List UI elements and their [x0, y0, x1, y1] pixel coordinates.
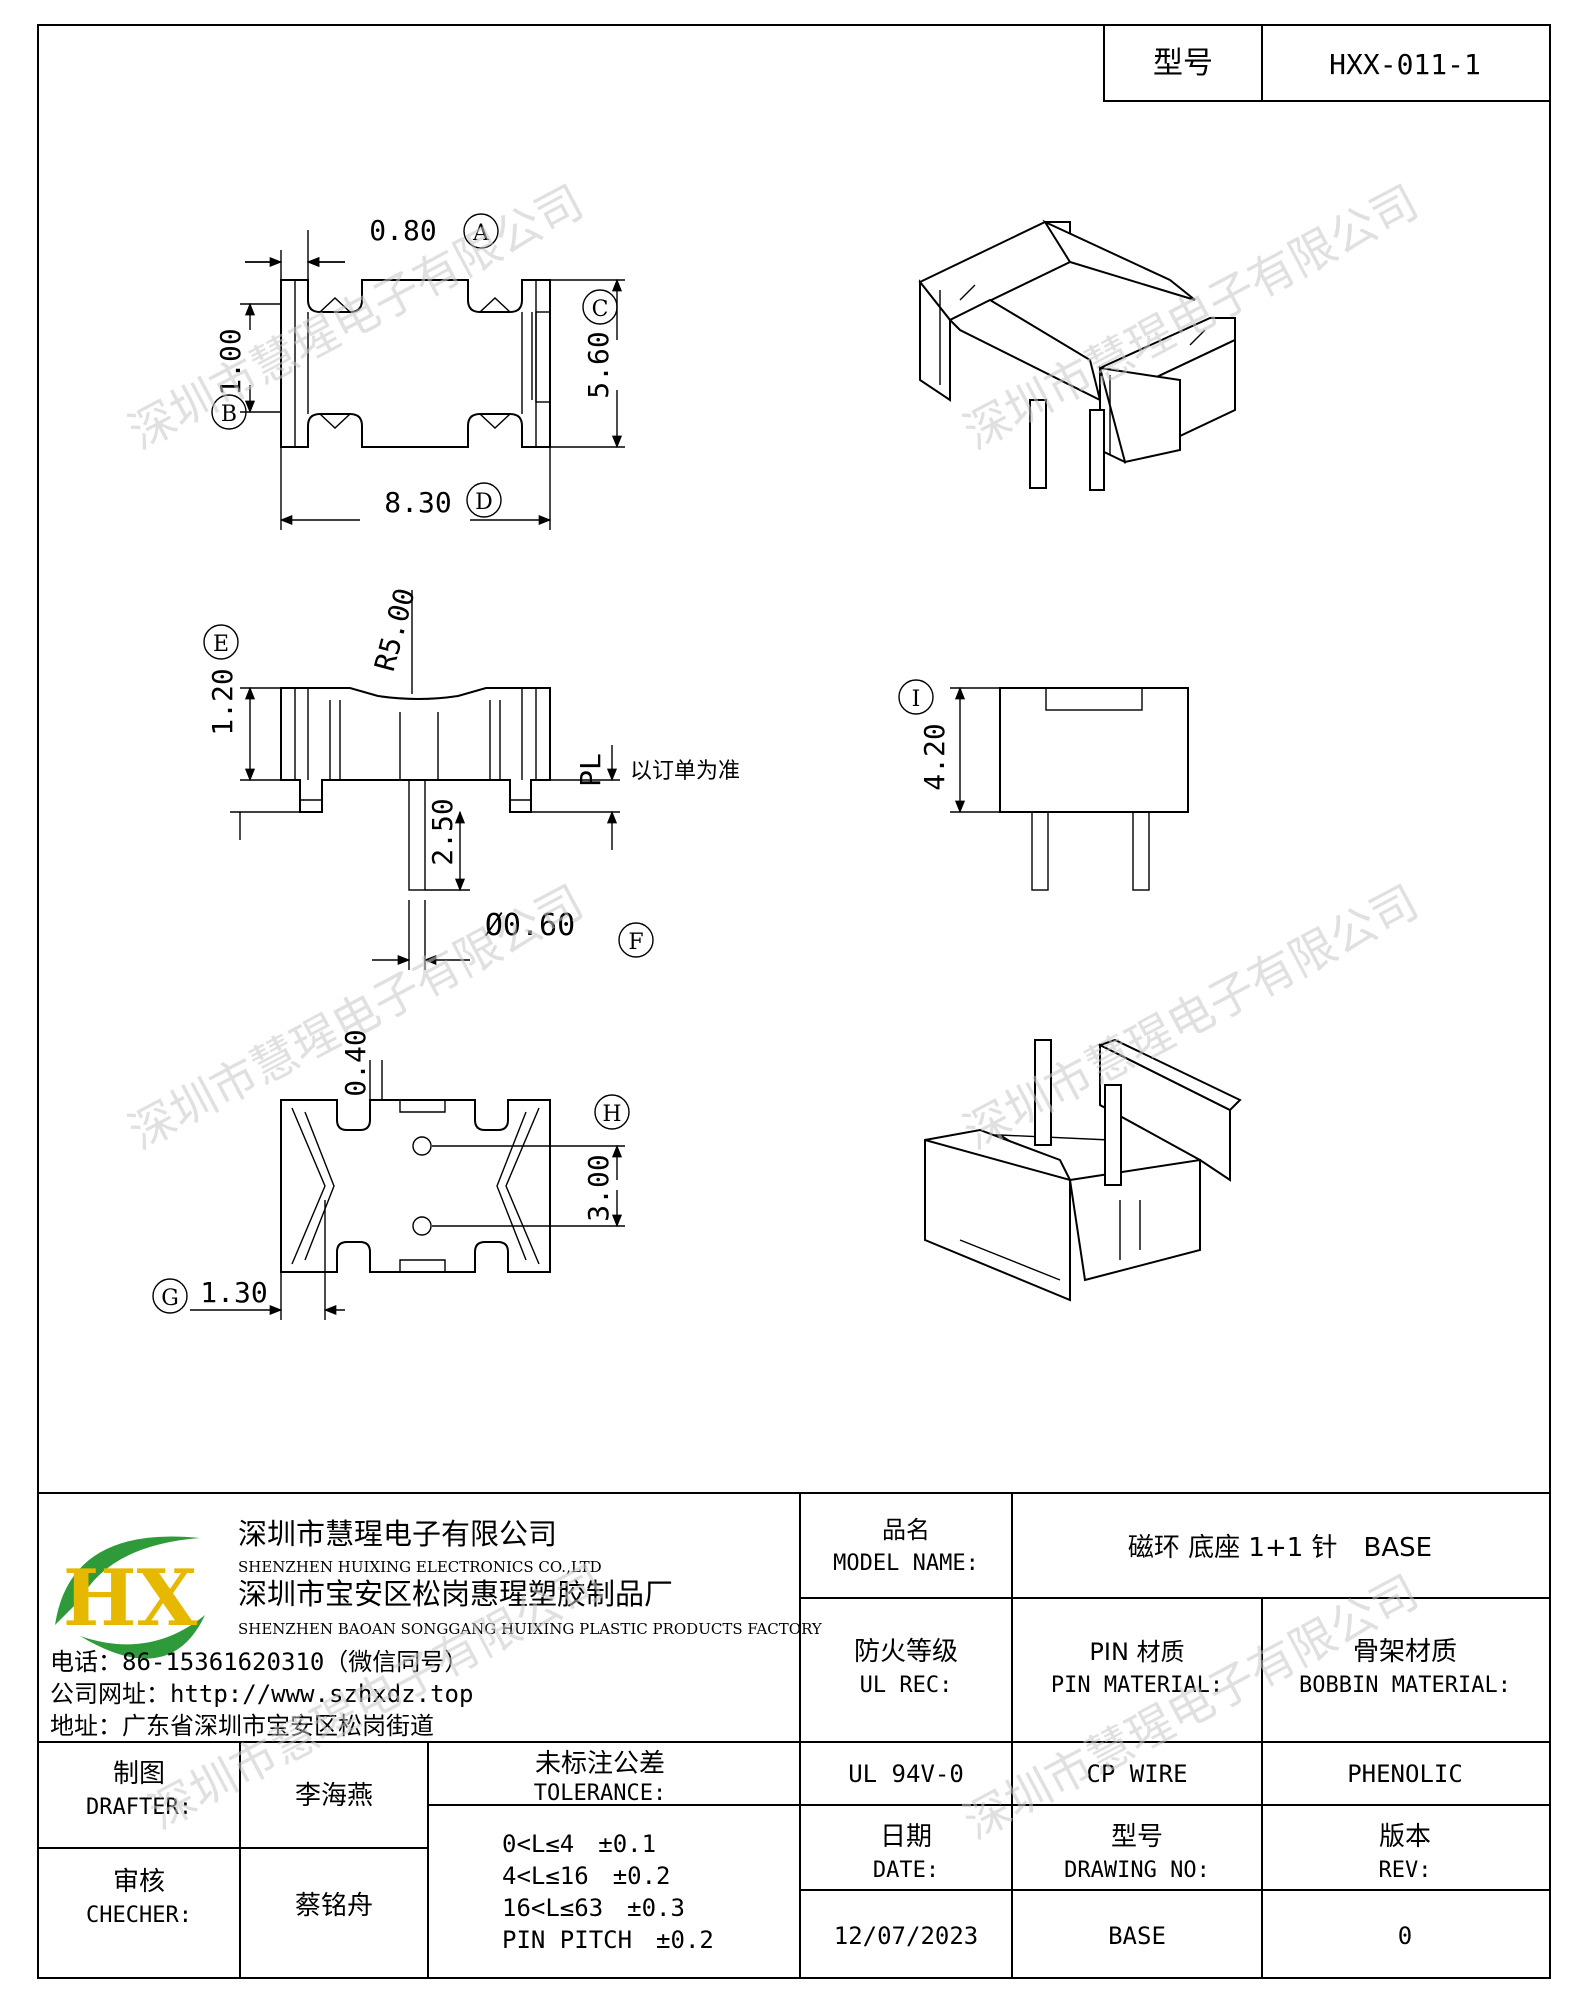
- marker-g: G: [152, 1278, 188, 1314]
- dim-pin-length-value: 2.50: [426, 798, 459, 865]
- marker-d: D: [466, 482, 502, 518]
- marker-f: F: [618, 922, 654, 958]
- ul-rec-en: UL REC:: [860, 1673, 953, 1698]
- date-value: 12/07/2023: [834, 1922, 979, 1950]
- side-pin-left: [1031, 811, 1049, 891]
- marker-h: H: [594, 1094, 630, 1130]
- isometric-top-view: [918, 219, 1236, 491]
- dim-i-value: 4.20: [918, 723, 951, 790]
- svg-text:A: A: [472, 221, 490, 246]
- checker-en: CHECHER:: [86, 1903, 192, 1928]
- dim-h-value: 3.00: [582, 1154, 615, 1221]
- isometric-bottom-view: [924, 1038, 1242, 1302]
- dim-pl-note: 以订单为准: [630, 759, 740, 784]
- dim-d-value: 8.30: [384, 486, 451, 519]
- drawing-no-value: BASE: [1108, 1922, 1166, 1950]
- svg-text:I: I: [912, 687, 921, 712]
- factory-name-en: SHENZHEN BAOAN SONGGANG HUIXING PLASTIC …: [238, 1620, 823, 1638]
- dim-h-gap-value: 0.40: [339, 1029, 372, 1096]
- drafter-en: DRAFTER:: [86, 1795, 192, 1820]
- watermark: 深圳市慧瑆电子有限公司: [120, 874, 592, 1159]
- drafter-cn: 制图: [113, 1759, 165, 1789]
- tolerance-line-2: 4<L≤16 ±0.2: [502, 1862, 671, 1890]
- company-address: 地址：广东省深圳市宝安区松岗街道: [50, 1712, 434, 1740]
- watermark: 深圳市慧瑆电子有限公司: [120, 174, 592, 459]
- pin-hole-bottom: [412, 1216, 432, 1236]
- company-name-cn: 深圳市慧瑆电子有限公司: [238, 1517, 557, 1551]
- drafter-name: 李海燕: [295, 1781, 373, 1811]
- bobbin-material-en: BOBBIN MATERIAL:: [1299, 1673, 1511, 1698]
- model-number-box: 型号 HXX-011-1: [1103, 24, 1551, 102]
- tolerance-en: TOLERANCE:: [534, 1781, 666, 1806]
- tolerance-line-3: 16<L≤63 ±0.3: [502, 1894, 685, 1922]
- company-website: 公司网址：http://www.szhxdz.top: [50, 1680, 473, 1708]
- side-view: 4.20 I: [898, 679, 1189, 891]
- pin-material-en: PIN MATERIAL:: [1051, 1673, 1223, 1698]
- rev-en: REV:: [1379, 1858, 1432, 1883]
- checker-name: 蔡铭舟: [295, 1891, 373, 1921]
- svg-text:F: F: [628, 930, 643, 955]
- title-block-grid: [38, 1492, 1550, 1978]
- tolerance-line-1: 0<L≤4 ±0.1: [502, 1830, 656, 1858]
- dim-pl-value: PL: [574, 753, 607, 787]
- model-name-cn: 品名: [882, 1516, 930, 1544]
- marker-b: B: [211, 394, 247, 430]
- pin-material-value: CP WIRE: [1086, 1760, 1187, 1788]
- pin-material-cn: PIN 材质: [1089, 1638, 1184, 1666]
- side-pin-right: [1132, 811, 1150, 891]
- rev-value: 0: [1398, 1922, 1412, 1950]
- marker-i: I: [898, 679, 934, 715]
- date-en: DATE:: [873, 1858, 939, 1883]
- svg-text:B: B: [221, 402, 237, 427]
- company-phone: 电话：86-15361620310（微信同号）: [50, 1648, 468, 1676]
- iso-bottom-pin-b: [1104, 1084, 1122, 1186]
- svg-text:C: C: [592, 297, 609, 322]
- svg-text:HX: HX: [63, 1553, 198, 1644]
- marker-c: C: [582, 289, 618, 325]
- model-name-en: MODEL NAME:: [833, 1551, 979, 1576]
- front-pin: [408, 779, 426, 891]
- factory-name-cn: 深圳市宝安区松岗惠瑆塑胶制品厂: [238, 1577, 673, 1611]
- dim-e-value: 1.20: [206, 668, 239, 735]
- dim-a-value: 0.80: [369, 214, 436, 247]
- dim-pin-diameter-value: Ø0.60: [485, 908, 575, 943]
- ul-value: UL 94V-0: [848, 1760, 964, 1788]
- ul-rec-cn: 防火等级: [854, 1637, 958, 1667]
- bobbin-material-cn: 骨架材质: [1353, 1637, 1457, 1667]
- dim-c-value: 5.60: [582, 331, 615, 398]
- svg-text:G: G: [161, 1286, 179, 1311]
- drawing-no-en: DRAWING NO:: [1064, 1858, 1210, 1883]
- checker-cn: 审核: [113, 1867, 165, 1897]
- company-name-en: SHENZHEN HUIXING ELECTRONICS CO.,LTD: [238, 1558, 602, 1576]
- drawing-no-cn: 型号: [1111, 1822, 1163, 1852]
- iso-top-pin: [1029, 399, 1047, 489]
- marker-a: A: [463, 213, 499, 249]
- model-label: 型号: [1153, 46, 1213, 81]
- model-value: HXX-011-1: [1329, 48, 1481, 81]
- svg-text:H: H: [602, 1102, 621, 1127]
- tolerance-cn: 未标注公差: [535, 1749, 665, 1779]
- pin-hole-top: [412, 1136, 432, 1156]
- rev-cn: 版本: [1379, 1822, 1431, 1852]
- dim-g-value: 1.30: [200, 1276, 267, 1309]
- svg-text:D: D: [475, 490, 493, 515]
- bottom-view: 0.40 3.00 H 1.30 G: [152, 1029, 630, 1320]
- front-view: 1.20 E R5.00 PL 以订单为准 2.50 Ø0.60 F: [203, 585, 740, 970]
- company-logo: HX: [55, 1536, 205, 1659]
- sheet-border: [37, 24, 1551, 1979]
- svg-text:E: E: [213, 632, 229, 657]
- bobbin-material-value: PHENOLIC: [1347, 1760, 1463, 1788]
- top-view: 0.80 A 1.00 B 5.60 C 8.30 D: [211, 213, 625, 530]
- marker-e: E: [203, 624, 239, 660]
- dim-radius-value: R5.00: [368, 585, 422, 675]
- tolerance-line-4: PIN PITCH ±0.2: [502, 1926, 714, 1954]
- iso-bottom-pin-a: [1034, 1039, 1052, 1146]
- dim-b-value: 1.00: [214, 328, 247, 395]
- model-name-value: 磁环 底座 1+1 针 BASE: [1128, 1533, 1432, 1563]
- watermark: 深圳市慧瑆电子有限公司: [955, 1564, 1427, 1849]
- date-cn: 日期: [880, 1822, 932, 1852]
